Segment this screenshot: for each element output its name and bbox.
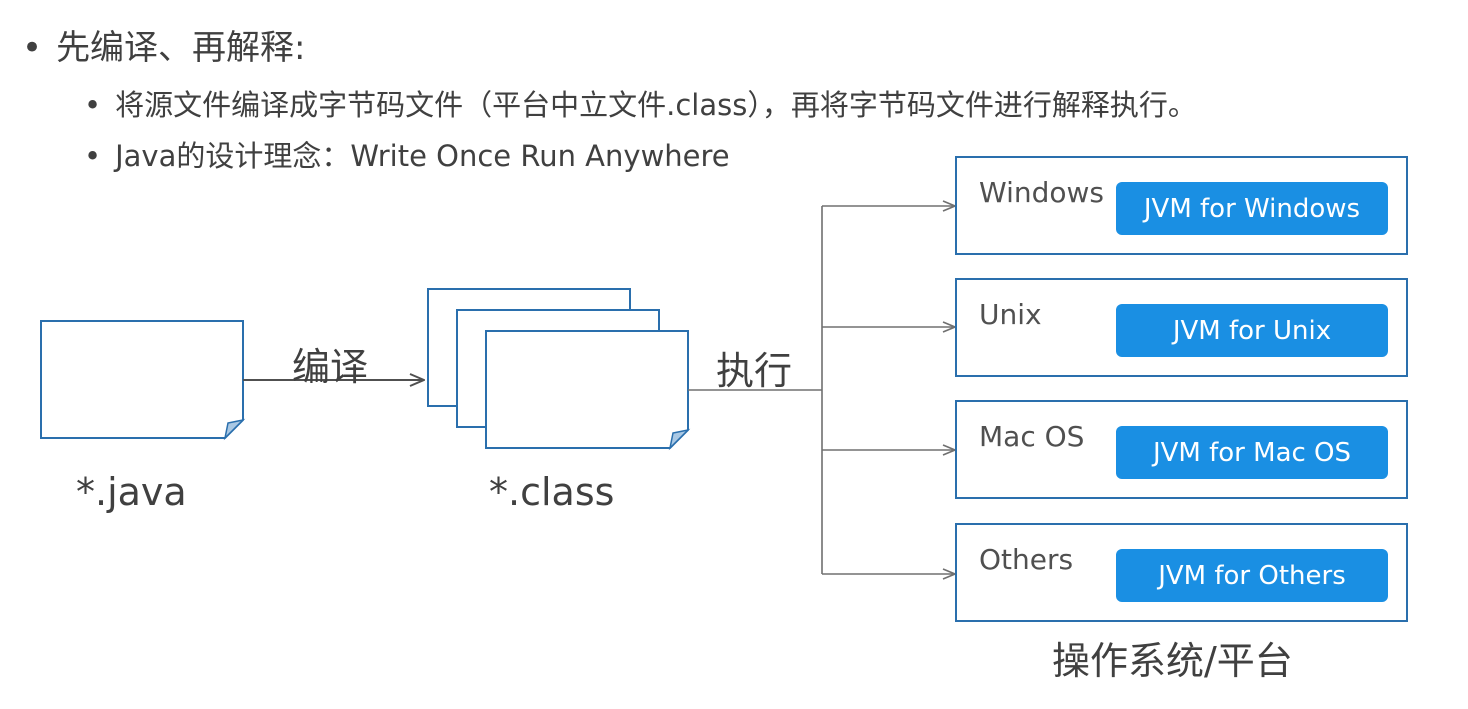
sub-bullet-1-text: 将源文件编译成字节码文件（平台中立文件.class），再将字节码文件进行解释执行…: [115, 88, 1197, 122]
platform-box-windows: Windows JVM for Windows: [955, 156, 1408, 255]
platform-caption: 操作系统/平台: [1052, 639, 1293, 683]
jvm-macos: JVM for Mac OS: [1116, 426, 1388, 479]
bullet-marker: •: [22, 28, 43, 68]
platform-box-unix: Unix JVM for Unix: [955, 278, 1408, 377]
class-file-label: *.class: [489, 470, 615, 514]
sub-bullet-2-text: Java的设计理念：Write Once Run Anywhere: [115, 139, 730, 173]
java-file-icon: [40, 320, 246, 441]
execute-label: 执行: [716, 349, 793, 393]
class-files-stack-icon: [427, 288, 691, 451]
platform-box-macos: Mac OS JVM for Mac OS: [955, 400, 1408, 499]
sub-bullet-1: • 将源文件编译成字节码文件（平台中立文件.class），再将字节码文件进行解释执…: [84, 82, 1197, 124]
platform-box-others: Others JVM for Others: [955, 523, 1408, 622]
main-bullet: • 先编译、再解释:: [22, 20, 306, 69]
jvm-unix: JVM for Unix: [1116, 304, 1388, 357]
java-file-label: *.java: [76, 470, 187, 514]
platform-name: Others: [979, 543, 1074, 576]
bullet-marker: •: [84, 139, 102, 173]
jvm-windows: JVM for Windows: [1116, 182, 1388, 235]
platform-name: Mac OS: [979, 420, 1085, 453]
main-bullet-text: 先编译、再解释:: [56, 28, 306, 68]
jvm-others: JVM for Others: [1116, 549, 1388, 602]
platform-name: Unix: [979, 298, 1042, 331]
bullet-marker: •: [84, 88, 102, 122]
platform-name: Windows: [979, 176, 1104, 209]
execute-connector: [688, 206, 823, 574]
compile-label: 编译: [292, 345, 369, 389]
sub-bullet-2: • Java的设计理念：Write Once Run Anywhere: [84, 133, 730, 175]
